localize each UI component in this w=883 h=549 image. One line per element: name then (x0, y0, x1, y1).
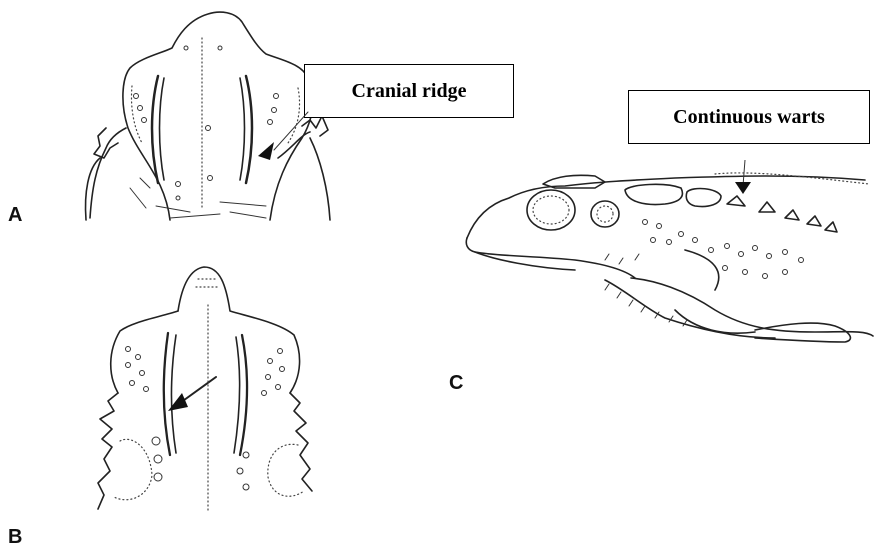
cranial-ridge-label: Cranial ridge (304, 64, 514, 118)
continuous-warts-label: Continuous warts (628, 90, 870, 144)
panel-label-a: A (8, 204, 22, 227)
panel-c-illustration (455, 160, 875, 370)
cranial-ridge-leader-line (270, 110, 320, 160)
panel-b-illustration (90, 265, 330, 520)
panel-label-b: B (8, 526, 22, 549)
tympanum-icon (591, 201, 619, 227)
panel-label-c: C (449, 372, 463, 395)
